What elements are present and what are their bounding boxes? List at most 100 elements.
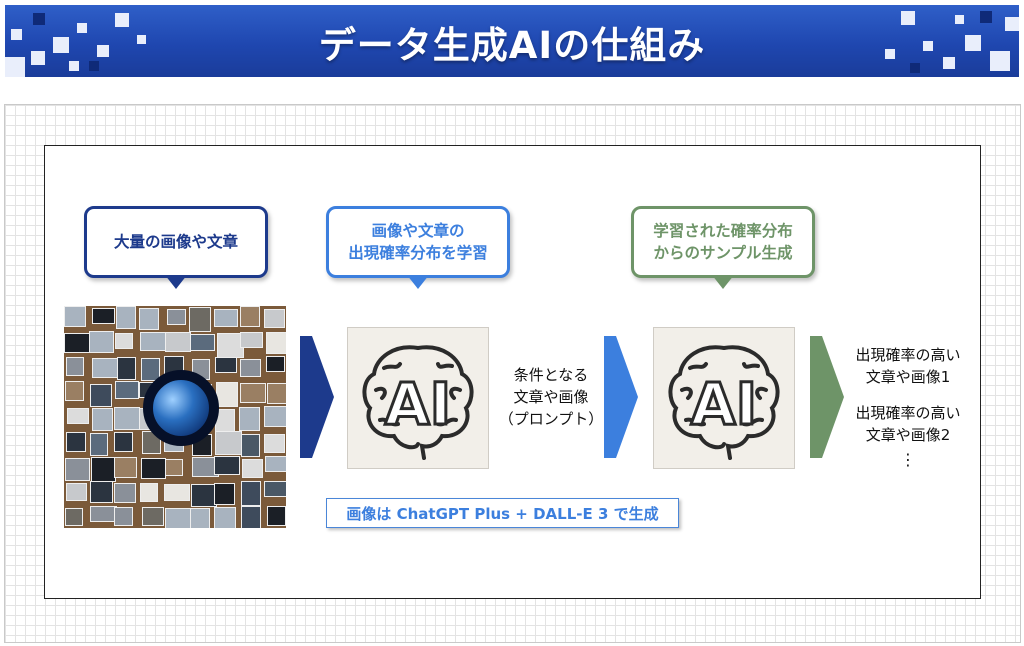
- collage-photo: [92, 358, 119, 378]
- collage-photo: [189, 307, 211, 332]
- callout-text-line: からのサンプル生成: [653, 244, 793, 262]
- collage-photo: [92, 308, 115, 324]
- collage-photo: [65, 381, 84, 401]
- decor-square: [137, 35, 146, 44]
- header-banner: データ生成AIの仕組み: [5, 5, 1019, 77]
- collage-photo: [265, 456, 286, 472]
- collage-photo: [90, 481, 113, 503]
- credit-box: 画像は ChatGPT Plus + DALL-E 3 で生成: [326, 498, 679, 528]
- collage-photo: [139, 308, 159, 330]
- callout-text: 大量の画像や文章: [113, 233, 238, 251]
- brain-icon: AI: [362, 345, 474, 460]
- decor-square: [943, 57, 955, 69]
- collage-photo: [140, 332, 167, 351]
- decor-square: [31, 51, 45, 65]
- collage-photo: [215, 431, 242, 455]
- collage-photo: [117, 357, 136, 380]
- collage-photo: [214, 507, 236, 528]
- collage-photo: [141, 358, 160, 381]
- image-collage: [64, 306, 286, 528]
- collage-photo: [142, 507, 164, 526]
- decor-square: [901, 11, 915, 25]
- output-line: 文章や画像2: [865, 426, 951, 444]
- arrow-right-icon: [810, 336, 844, 458]
- collage-photo: [165, 459, 183, 476]
- arrow-right-icon: [300, 336, 334, 458]
- collage-photo: [66, 483, 87, 501]
- collage-photo: [90, 384, 112, 407]
- collage-photo: [239, 407, 260, 431]
- collage-photo: [214, 483, 235, 505]
- callout-training-data: 大量の画像や文章: [84, 206, 268, 289]
- collage-photo: [264, 406, 286, 427]
- output-line: 出現確率の高い: [855, 346, 961, 364]
- collage-photo: [240, 306, 260, 327]
- collage-photo: [90, 506, 117, 522]
- callout-tail: [712, 275, 734, 289]
- ai-label: AI: [691, 370, 757, 438]
- collage-photo: [115, 333, 133, 349]
- decor-square: [77, 23, 87, 33]
- earth-image: [143, 370, 219, 446]
- collage-photo: [241, 434, 260, 457]
- collage-photo: [66, 432, 86, 452]
- collage-photo: [116, 306, 136, 329]
- decor-square: [955, 15, 964, 24]
- prompt-line: （プロンプト）: [498, 410, 604, 428]
- collage-photo: [240, 332, 263, 348]
- decor-square: [885, 49, 895, 59]
- callout-tail: [407, 275, 429, 289]
- page-title: データ生成AIの仕組み: [318, 24, 706, 67]
- collage-photo: [241, 481, 261, 506]
- collage-photo: [240, 383, 266, 403]
- decor-square: [965, 35, 981, 51]
- ai-brain-image: AI: [653, 327, 795, 469]
- collage-photo: [114, 457, 137, 478]
- ai-label: AI: [385, 370, 451, 438]
- collage-photo: [92, 408, 113, 431]
- callout-text-line: 画像や文章の: [371, 222, 465, 240]
- collage-photo: [64, 333, 90, 353]
- decor-square: [923, 41, 933, 51]
- collage-photo: [64, 306, 86, 327]
- collage-photo: [190, 508, 210, 528]
- decor-square: [115, 13, 129, 27]
- callout-text-line: 学習された確率分布: [653, 222, 793, 240]
- ai-brain-image: AI: [347, 327, 489, 469]
- decor-square: [5, 57, 25, 77]
- callout-tail: [165, 275, 187, 289]
- collage-photo: [141, 458, 166, 479]
- decor-square: [69, 61, 79, 71]
- ellipsis: ⋮: [900, 450, 916, 469]
- decor-square: [1005, 17, 1019, 31]
- collage-photo: [240, 359, 261, 377]
- collage-photo: [115, 381, 139, 399]
- decor-square: [910, 63, 920, 73]
- collage-photo: [89, 331, 114, 353]
- collage-photo: [114, 432, 133, 452]
- collage-photo: [65, 508, 83, 526]
- callout-text-line: 出現確率分布を学習: [348, 244, 488, 262]
- output-1: 出現確率の高い 文章や画像1: [840, 344, 976, 388]
- output-2: 出現確率の高い 文章や画像2: [840, 402, 976, 446]
- collage-photo: [140, 483, 158, 502]
- collage-photo: [66, 357, 84, 376]
- collage-photo: [165, 332, 191, 352]
- collage-photo: [267, 383, 286, 404]
- prompt-line: 条件となる: [513, 366, 589, 384]
- collage-photo: [241, 506, 261, 528]
- collage-photo: [190, 334, 215, 351]
- collage-photo: [91, 457, 116, 482]
- prompt-line: 文章や画像: [513, 388, 589, 406]
- collage-photo: [242, 459, 263, 478]
- collage-photo: [215, 357, 237, 373]
- prompt-text: 条件となる 文章や画像 （プロンプト）: [497, 364, 605, 430]
- collage-photo: [214, 456, 240, 475]
- collage-photo: [264, 481, 286, 497]
- arrow-right-icon: [604, 336, 638, 458]
- decor-square: [97, 45, 109, 57]
- collage-photo: [167, 309, 186, 325]
- collage-photo: [216, 382, 238, 407]
- decor-square: [53, 37, 69, 53]
- collage-photo: [214, 309, 238, 327]
